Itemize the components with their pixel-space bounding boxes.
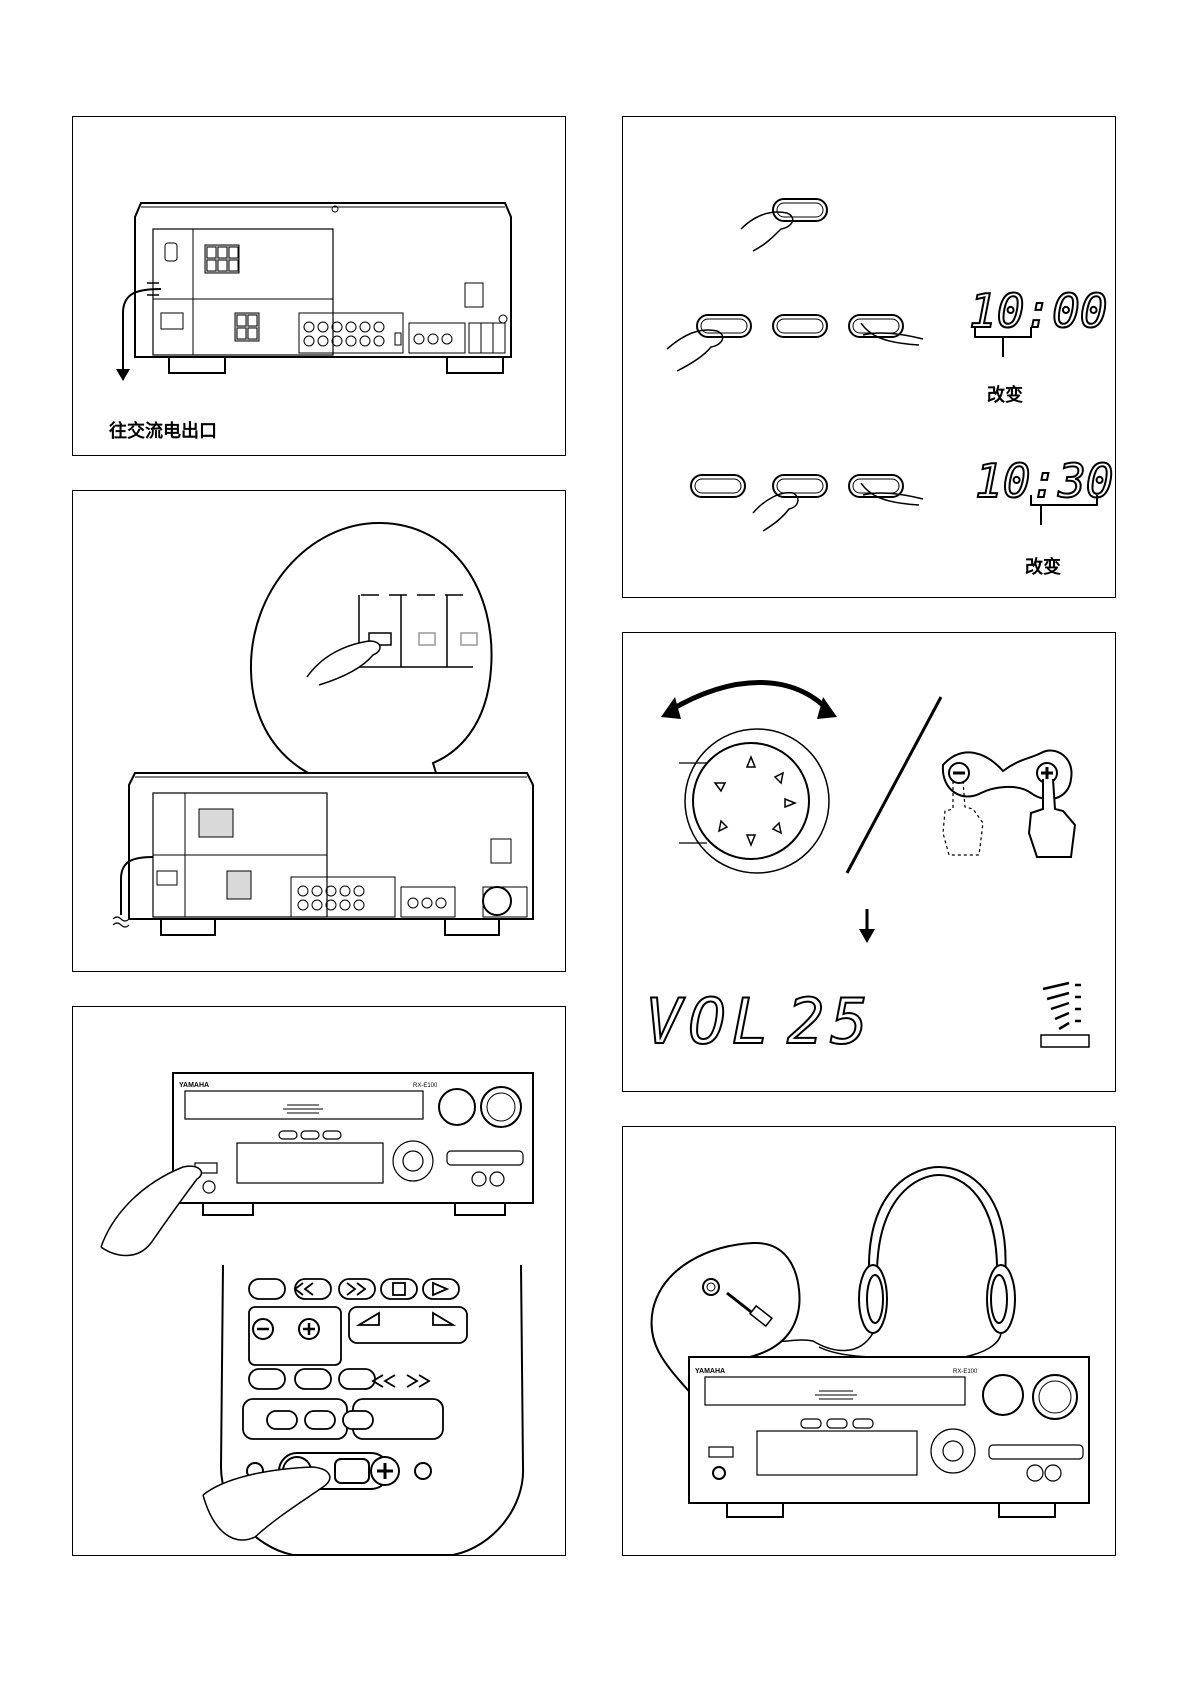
rotation-arrow-icon: [669, 683, 829, 712]
brand-logo: YAMAHA: [695, 1368, 725, 1375]
change-label-hours: 改变: [987, 381, 1023, 407]
clock-setting-illustration: 10:00 10:30: [623, 117, 1117, 599]
speaker-switch-illustration: [73, 491, 567, 973]
clock-button: [773, 199, 827, 221]
headphones-icon: [859, 1167, 1015, 1333]
panel-power-plug: 往交流电出口: [72, 116, 566, 456]
change-label-minutes: 改变: [1025, 553, 1061, 579]
front-remote-illustration: YAMAHA RX-E100: [73, 1007, 567, 1557]
receiver-front-unit: [689, 1357, 1089, 1503]
arrow-down-icon: [859, 929, 875, 943]
rear-panel-illustration: [73, 117, 567, 457]
panel-speaker-switch: [72, 490, 566, 972]
ac-outlet-caption: 往交流电出口: [109, 417, 217, 443]
hand-icon: [101, 1166, 201, 1255]
panel-clock-setting: 10:00 10:30 改变 改变: [622, 116, 1116, 598]
panel-front-remote: YAMAHA RX-E100: [72, 1006, 566, 1556]
clock-display-hours: 10:00: [969, 284, 1107, 338]
clock-display-minutes: 10:30: [975, 454, 1113, 508]
finger-icon: [667, 323, 923, 531]
model-badge: RX-E100: [953, 1369, 978, 1375]
volume-illustration: VOL 25: [623, 633, 1117, 1093]
headphones-illustration: YAMAHA RX-E100: [623, 1127, 1117, 1557]
panel-headphones: YAMAHA RX-E100: [622, 1126, 1116, 1556]
volume-display-value: 25: [787, 985, 874, 1058]
volume-knob-icon[interactable]: [679, 729, 829, 873]
volume-display-label: VOL: [645, 985, 775, 1058]
level-indicator-icon: [1043, 983, 1081, 1029]
arrow-down-icon: [116, 369, 130, 381]
model-badge: RX-E100: [413, 1083, 438, 1089]
panel-volume: VOL 25: [622, 632, 1116, 1092]
brand-logo: YAMAHA: [179, 1082, 209, 1089]
